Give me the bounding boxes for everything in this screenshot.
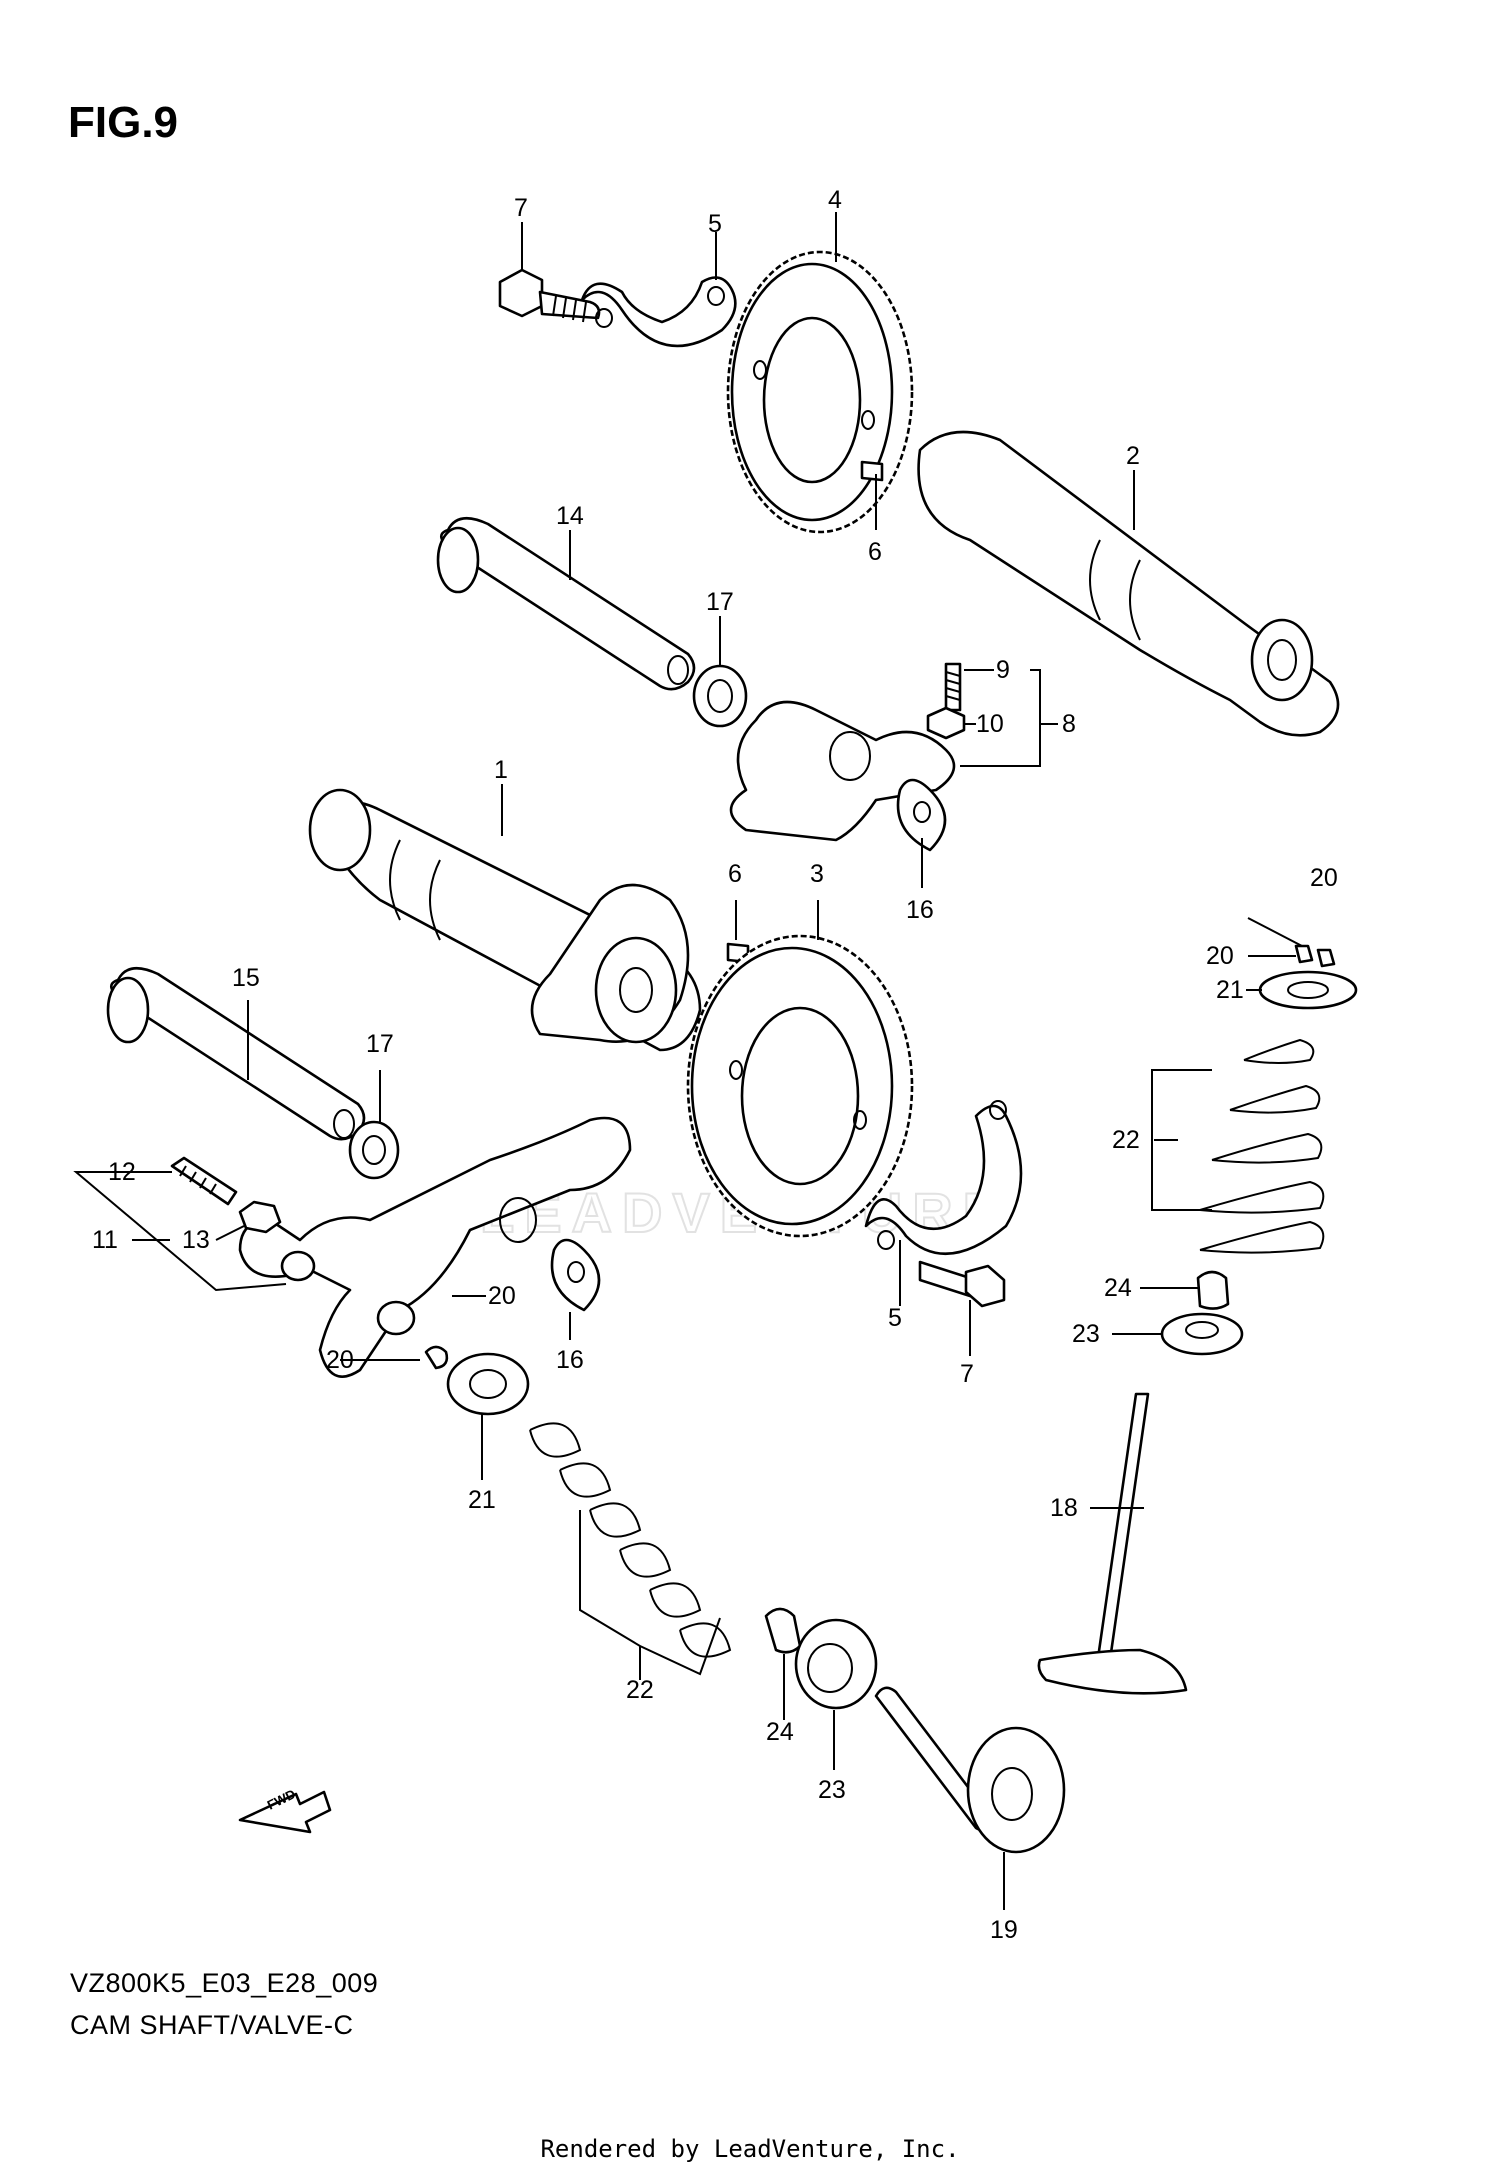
callout-13: 13 (182, 1226, 210, 1254)
callout-17: 17 (706, 588, 734, 616)
adjusting-screw-upper (944, 662, 962, 712)
washer-lower (348, 1120, 400, 1180)
callout-6: 6 (868, 538, 882, 566)
guide-lower (550, 1238, 601, 1312)
cotter-lower (424, 1345, 449, 1370)
rocker-arm-upper (729, 700, 956, 842)
stem-seal-lower (764, 1607, 802, 1654)
retainer-right (1258, 970, 1358, 1010)
callout-21: 21 (468, 1486, 496, 1514)
dowel-pin-upper (860, 460, 884, 482)
callout-21: 21 (1216, 976, 1244, 1004)
callout-5: 5 (888, 1304, 902, 1332)
callout-14: 14 (556, 502, 584, 530)
adjusting-screw-lower (170, 1156, 238, 1206)
callout-11: 11 (92, 1226, 118, 1254)
callout-16: 16 (906, 896, 934, 924)
callout-9: 9 (996, 656, 1010, 684)
valve-lower (874, 1686, 1066, 1854)
section-name: CAM SHAFT/VALVE-C (70, 2010, 354, 2040)
spring-seat-right (1160, 1312, 1244, 1356)
callout-5: 5 (708, 210, 722, 238)
cam-plate-lower (864, 1100, 1023, 1256)
figure-title: FIG.9 (68, 98, 179, 147)
callout-15: 15 (232, 964, 260, 992)
washer-upper (692, 664, 748, 728)
leader-lines (73, 212, 1303, 1910)
callout-7: 7 (514, 194, 528, 222)
callout-20: 20 (488, 1282, 516, 1310)
spring-seat-lower (794, 1618, 878, 1710)
valve-spring-right (1199, 1038, 1325, 1254)
callout-10: 10 (976, 710, 1004, 738)
valve-right (1037, 1392, 1188, 1695)
guide-upper (896, 778, 947, 852)
callout-4: 4 (828, 186, 842, 214)
callout-24: 24 (766, 1718, 794, 1746)
locknut-upper (926, 706, 966, 740)
camshaft-upper (917, 430, 1340, 737)
bolt-lower (918, 1260, 1006, 1308)
model-code: VZ800K5_E03_E28_009 (70, 1968, 379, 1998)
callout-19: 19 (990, 1916, 1018, 1944)
callout-23: 23 (818, 1776, 846, 1804)
callout-18: 18 (1050, 1494, 1078, 1522)
cotter-right (1294, 944, 1336, 968)
callout-23: 23 (1072, 1320, 1100, 1348)
callout-20: 20 (1206, 942, 1234, 970)
callout-2: 2 (1126, 442, 1140, 470)
rocker-shaft-upper (436, 516, 696, 691)
cam-sprocket-upper (726, 250, 914, 534)
callout-17: 17 (366, 1030, 394, 1058)
callouts: 7 5 4 2 6 14 17 9 10 8 16 1 6 3 15 17 12… (92, 186, 1338, 1944)
valve-spring-lower (529, 1422, 732, 1658)
retainer-lower (446, 1352, 530, 1416)
callout-20: 20 (1310, 864, 1338, 892)
rocker-arm-lower (238, 1116, 632, 1378)
callout-22: 22 (626, 1676, 654, 1704)
callout-7: 7 (960, 1360, 974, 1388)
callout-22: 22 (1112, 1126, 1140, 1154)
cam-sprocket-lower (686, 934, 914, 1238)
callout-16: 16 (556, 1346, 584, 1374)
locknut-lower (238, 1200, 282, 1234)
bolt-upper (498, 268, 601, 323)
rocker-shaft-lower (106, 966, 366, 1141)
fwd-arrow-icon: FWD (238, 1786, 332, 1834)
rendered-by: Rendered by LeadVenture, Inc. (540, 2135, 960, 2163)
cam-flange (530, 883, 690, 1044)
callout-1: 1 (494, 756, 508, 784)
callout-20: 20 (326, 1346, 354, 1374)
callout-3: 3 (810, 860, 824, 888)
callout-8: 8 (1062, 710, 1076, 738)
cam-plate-upper (580, 276, 737, 348)
callout-6: 6 (728, 860, 742, 888)
callout-24: 24 (1104, 1274, 1132, 1302)
stem-seal-right (1196, 1270, 1230, 1310)
callout-12: 12 (108, 1158, 136, 1186)
